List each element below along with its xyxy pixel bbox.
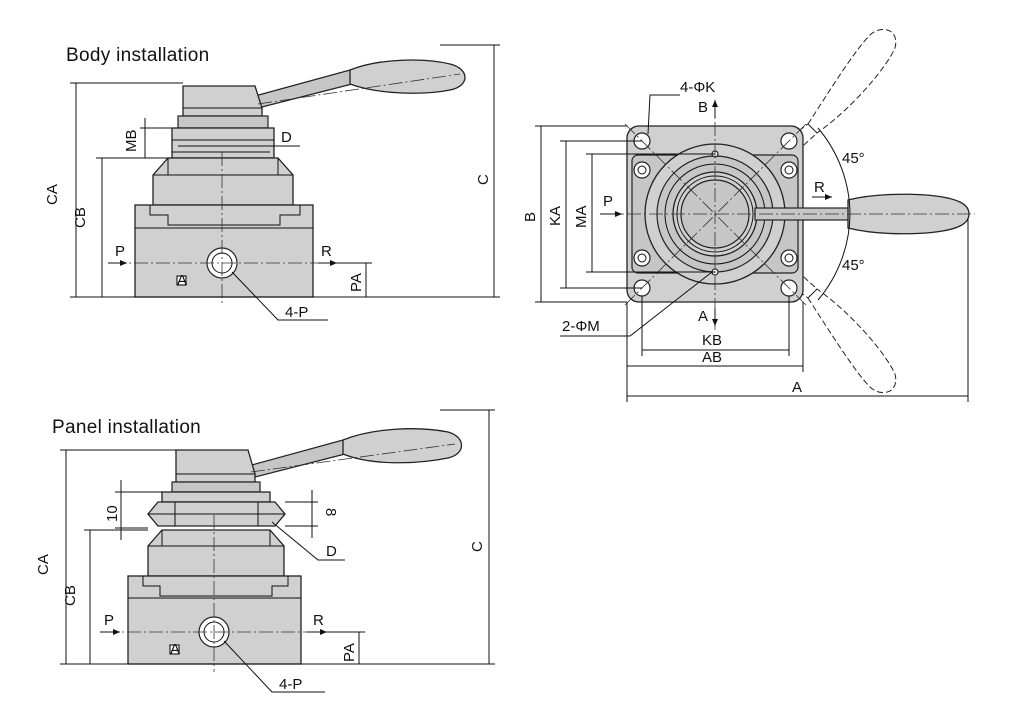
body-cb-label: CB <box>72 207 89 228</box>
body-a-mark: A <box>177 272 187 289</box>
panel-4p-label: 4-P <box>279 676 302 693</box>
body-r-label: R <box>321 243 332 260</box>
panel-ca-label: CA <box>35 554 52 575</box>
body-d-label: D <box>281 129 292 146</box>
panel-c-label: C <box>469 541 486 552</box>
top-view: 4-ΦK B A P R 45° 45° B KA MA 2-ΦM KB AB … <box>522 28 975 402</box>
panel-installation-view: Panel installation <box>35 409 495 693</box>
panel-a-mark: A <box>170 641 180 658</box>
top-ma-label: MA <box>573 206 590 229</box>
panel-lower-block: A <box>127 575 302 665</box>
panel-handle <box>175 428 463 483</box>
top-4k-label: 4-ΦK <box>680 79 715 96</box>
body-neck <box>171 115 275 159</box>
top-a-port-label: A <box>698 308 708 325</box>
panel-10-label: 10 <box>104 505 121 522</box>
panel-p-label: P <box>104 612 114 629</box>
body-handle <box>182 59 466 117</box>
body-pa-label: PA <box>348 273 365 292</box>
panel-8-label: 8 <box>322 508 339 516</box>
top-p-label: P <box>603 193 613 210</box>
top-r-label: R <box>814 179 825 196</box>
panel-installation-title: Panel installation <box>52 417 201 438</box>
panel-upper-block <box>147 529 285 577</box>
panel-pa-label: PA <box>341 643 358 662</box>
body-p-label: P <box>115 243 125 260</box>
panel-cb-label: CB <box>62 585 79 606</box>
panel-d-label: D <box>326 543 337 560</box>
panel-neck-nut <box>147 481 286 527</box>
panel-r-label: R <box>313 612 324 629</box>
top-ka-label: KA <box>547 206 564 226</box>
top-kb-label: KB <box>702 332 722 349</box>
body-upper-block <box>152 157 294 206</box>
body-installation-view: Body installation A <box>44 44 500 321</box>
top-b-dim-label: B <box>522 212 539 222</box>
body-c-label: C <box>475 174 492 185</box>
body-4p-label: 4-P <box>285 304 308 321</box>
top-angle-upper-label: 45° <box>842 150 865 167</box>
body-lower-block: A <box>134 204 314 298</box>
body-installation-title: Body installation <box>66 45 209 66</box>
top-angle-lower-label: 45° <box>842 257 865 274</box>
top-2m-label: 2-ΦM <box>562 318 600 335</box>
top-b-port-label: B <box>698 99 708 116</box>
body-ca-label: CA <box>44 184 61 205</box>
top-ab-label: AB <box>702 349 722 366</box>
body-mb-label: MB <box>123 130 140 153</box>
top-a-dim-label: A <box>792 379 802 396</box>
